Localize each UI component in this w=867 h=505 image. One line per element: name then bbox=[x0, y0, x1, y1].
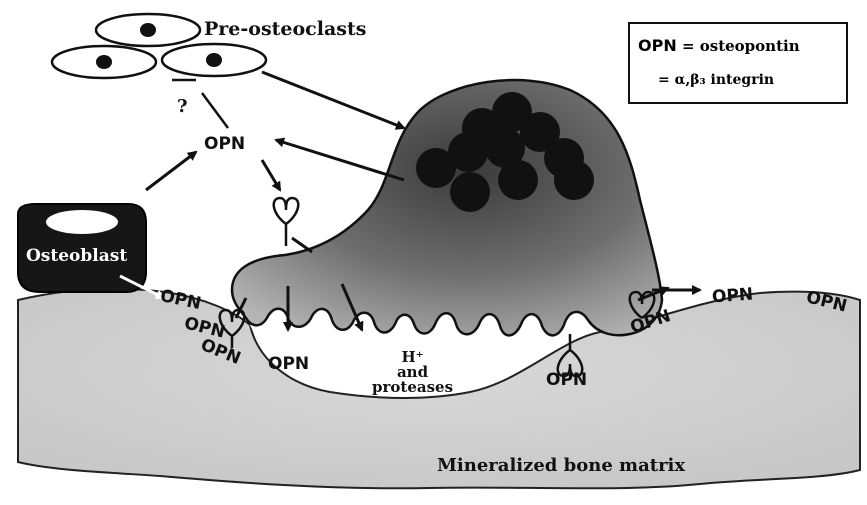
arrow-osteoblast-to-opn bbox=[146, 152, 196, 190]
nucleus-icon bbox=[450, 172, 490, 212]
nucleus-icon bbox=[498, 160, 538, 200]
opn-label: OPN bbox=[268, 354, 309, 374]
legend-integrin-definition: = α,β₃ integrin bbox=[658, 72, 774, 88]
hplus-proteases-label: H⁺ and proteases bbox=[372, 350, 453, 395]
legend-opn-key: OPN bbox=[638, 36, 677, 55]
nucleus-icon bbox=[554, 160, 594, 200]
legend-box: OPN = osteopontin = α,β₃ integrin bbox=[628, 22, 848, 104]
opn-label: OPN bbox=[711, 285, 753, 308]
pre-osteoclasts-label: Pre-osteoclasts bbox=[204, 18, 366, 40]
arrow-opn-to-integrin bbox=[262, 160, 280, 190]
integrin-tick bbox=[292, 238, 312, 252]
opn-label: OPN bbox=[546, 370, 587, 390]
nucleus-icon bbox=[140, 23, 156, 37]
osteoblast-nucleus-icon bbox=[46, 210, 118, 234]
legend-opn-definition: = osteopontin bbox=[682, 37, 800, 55]
osteoclast-cell bbox=[232, 80, 662, 335]
arrow-preosteoclast-to-osteoclast bbox=[262, 72, 404, 128]
nucleus-icon bbox=[416, 148, 456, 188]
bone-matrix-label: Mineralized bone matrix bbox=[437, 455, 685, 476]
nucleus-icon bbox=[206, 53, 222, 67]
proteases-text: proteases bbox=[372, 380, 453, 395]
arrow-osteoclast-to-opn bbox=[276, 140, 404, 180]
question-mark: ? bbox=[177, 96, 188, 117]
osteoblast-label: Osteoblast bbox=[26, 246, 127, 266]
opn-label: OPN bbox=[204, 134, 245, 154]
legend-opn-row: OPN = osteopontin bbox=[638, 36, 800, 55]
nucleus-icon bbox=[96, 55, 112, 69]
